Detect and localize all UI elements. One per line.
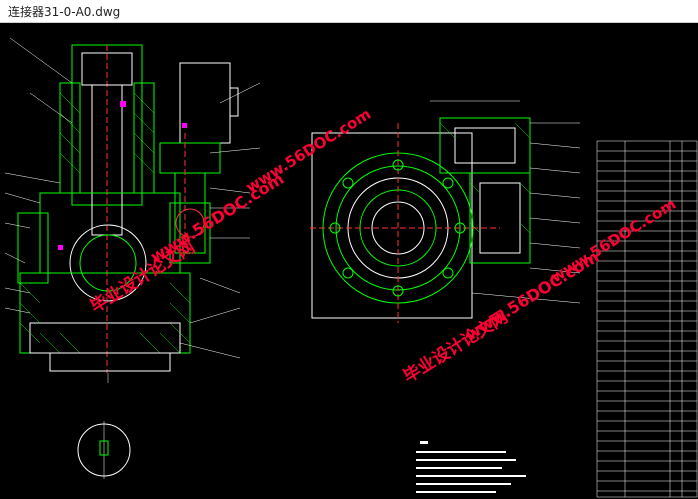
cad-drawing-canvas[interactable]: www.56DOC.com 毕业设计论文网 www.56DOC.com 毕业设计…	[0, 23, 698, 499]
watermark-site-3: www.56DOC.com	[243, 105, 375, 197]
watermark-site-4: www.56DOC.com	[548, 195, 680, 287]
sectional-front-view	[4, 37, 261, 383]
watermarks: www.56DOC.com 毕业设计论文网 www.56DOC.com 毕业设计…	[87, 105, 680, 387]
watermark-brand-2: 毕业设计论文网	[400, 306, 512, 387]
parts-list-table	[596, 140, 698, 498]
detail-circle	[77, 421, 131, 479]
side-view	[310, 100, 581, 323]
cad-drawing: www.56DOC.com 毕业设计论文网 www.56DOC.com 毕业设计…	[4, 37, 698, 498]
window-titlebar: 连接器31-0-A0.dwg	[0, 0, 698, 23]
technical-notes	[416, 441, 526, 493]
watermark-brand-1: 毕业设计论文网	[87, 236, 199, 317]
window-title: 连接器31-0-A0.dwg	[8, 5, 121, 19]
